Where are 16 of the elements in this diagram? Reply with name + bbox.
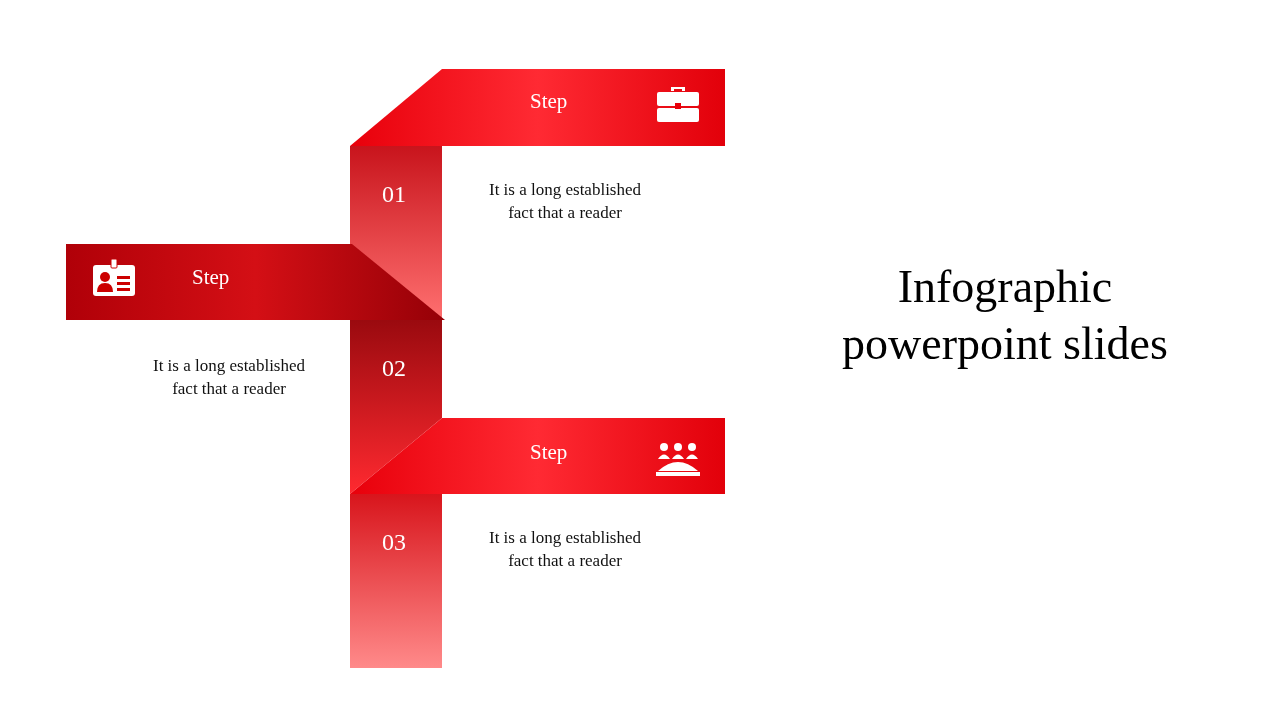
description-text: It is a long established fact that a reader — [152, 355, 306, 400]
step-label: Step — [192, 265, 230, 290]
slide-title: Infographic powerpoint slides — [841, 260, 1169, 371]
description-text: It is a long established fact that a reader — [488, 179, 642, 224]
step-banner — [66, 244, 445, 320]
ribbon-segment — [350, 494, 442, 668]
step-number: 02 — [382, 355, 406, 382]
ribbon-segment — [350, 320, 442, 494]
step-banner — [350, 69, 725, 146]
step-label: Step — [530, 440, 568, 465]
ribbon-segment — [350, 146, 442, 320]
step-label: Step — [530, 89, 568, 114]
step-banner — [350, 418, 725, 494]
description-text: It is a long established fact that a reader — [488, 527, 642, 572]
step-number: 01 — [382, 181, 406, 208]
step-number: 03 — [382, 529, 406, 556]
